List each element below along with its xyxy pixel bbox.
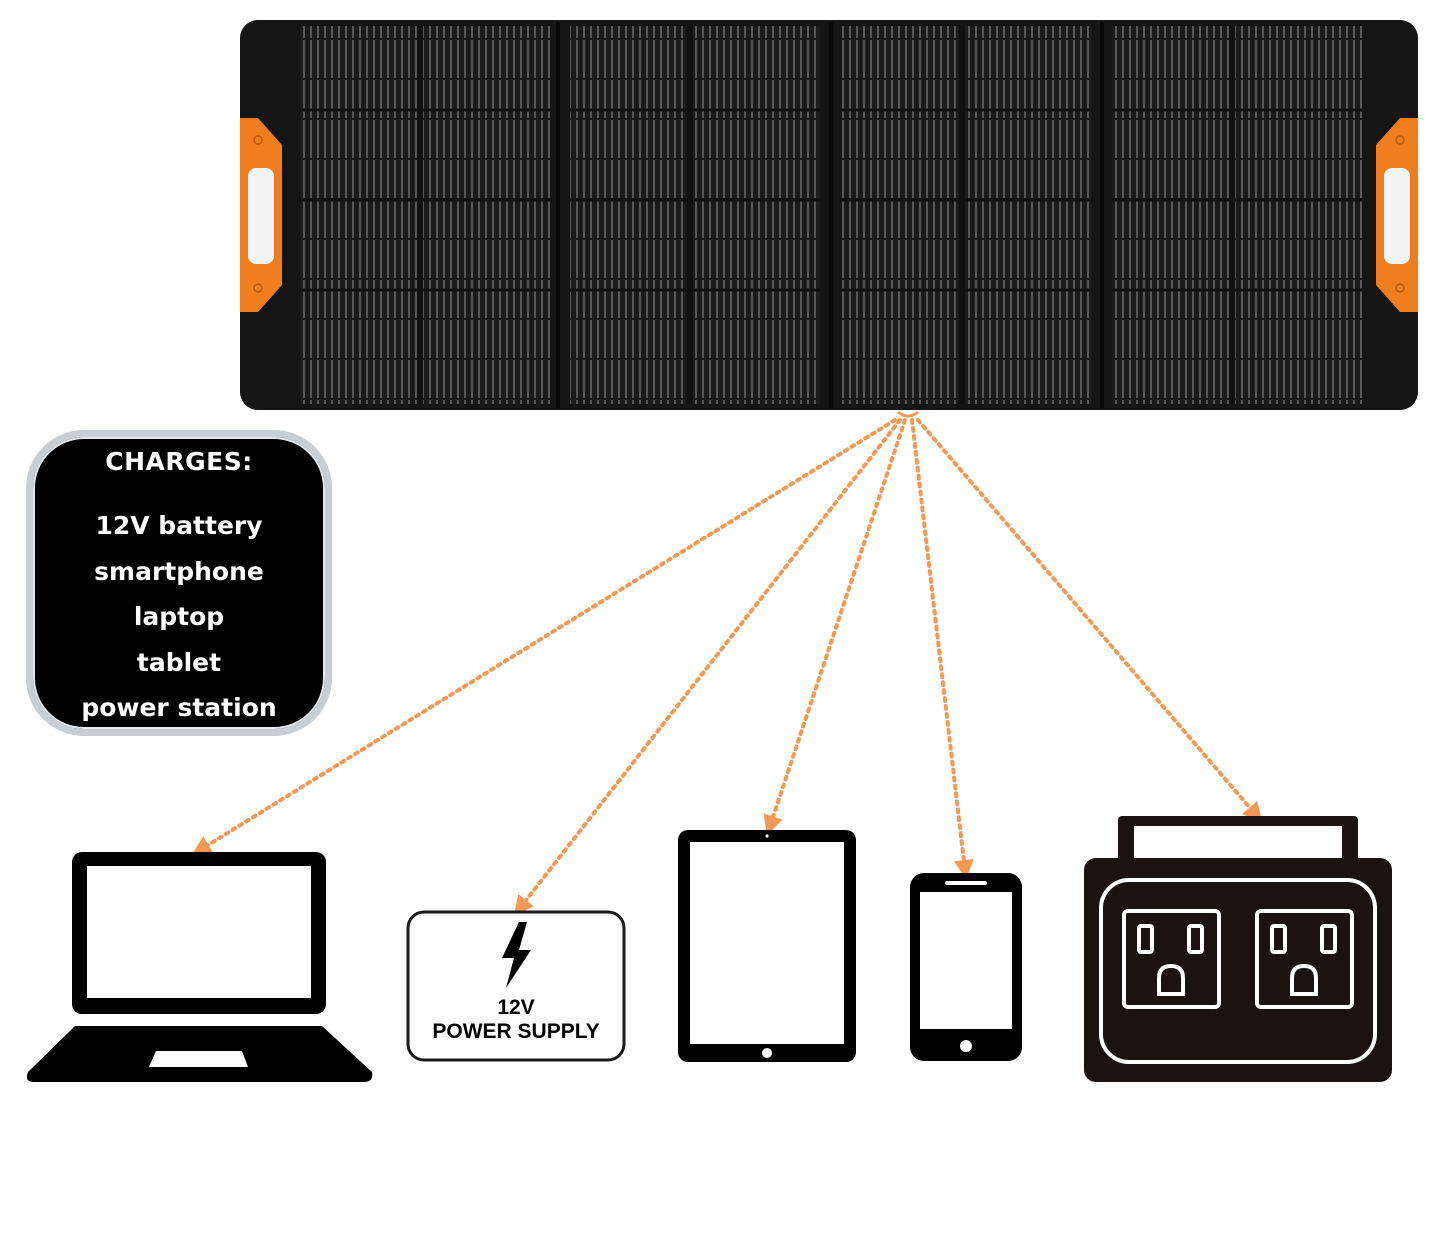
charges-item-power-station: power station <box>81 693 277 722</box>
tablet-icon <box>678 830 856 1062</box>
charges-list: 12V battery smartphone laptop tablet pow… <box>33 503 325 731</box>
arrow-to-laptop <box>191 418 897 856</box>
charges-item-12v-battery: 12V battery <box>95 511 263 540</box>
smartphone-icon <box>910 873 1022 1061</box>
solar-panel <box>240 20 1418 410</box>
charges-box: CHARGES: 12V battery smartphone laptop t… <box>26 430 332 736</box>
outlet-icon-left <box>1122 909 1221 1009</box>
solar-panel-section-3 <box>842 26 1092 404</box>
connector-arrows <box>191 418 1263 916</box>
arrow-to-tablet <box>763 418 907 836</box>
laptop-icon <box>26 852 373 1082</box>
power-station-icon <box>1084 816 1392 1082</box>
solar-panel-section-2 <box>570 26 820 404</box>
lightning-icon <box>502 922 531 988</box>
power-supply-label: POWER SUPPLY <box>432 1020 599 1043</box>
solar-panel-section-4 <box>1112 26 1362 404</box>
charges-item-laptop: laptop <box>133 602 225 631</box>
right-handle-icon <box>1376 118 1418 312</box>
left-handle-icon <box>240 118 282 312</box>
charges-item-tablet: tablet <box>136 647 222 677</box>
panel-output-port <box>897 410 919 418</box>
arrow-to-smartphone <box>910 418 974 880</box>
arrow-to-power-supply <box>513 418 902 916</box>
power-supply-icon: 12V POWER SUPPLY <box>406 910 626 1062</box>
outlet-icon-right <box>1255 909 1354 1009</box>
arrow-to-power-station <box>916 418 1263 823</box>
charges-item-smartphone: smartphone <box>94 556 264 586</box>
power-supply-voltage: 12V <box>497 996 534 1019</box>
solar-panel-section-1 <box>300 26 550 404</box>
charges-title: CHARGES: <box>105 447 253 476</box>
